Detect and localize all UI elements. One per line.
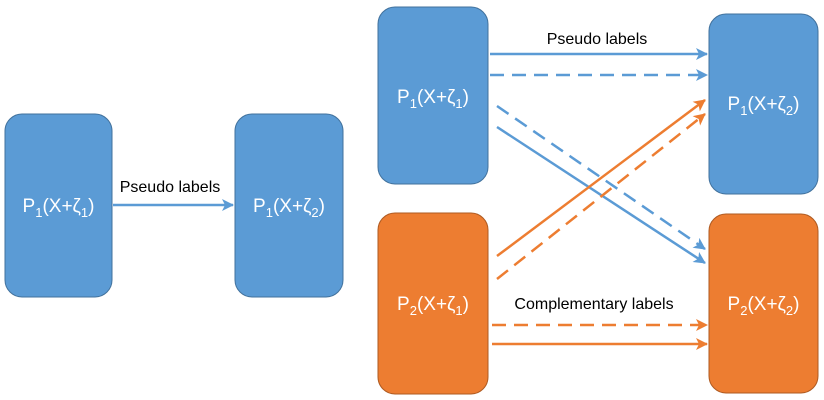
- right-top-right-box: [708, 13, 819, 195]
- left-target-box: [234, 113, 344, 298]
- left-pseudo-label: Pseudo labels: [120, 179, 221, 196]
- right-complementary-label: Complementary labels: [514, 296, 673, 313]
- blue-dashed-arrow-to-bottom-right: [496, 104, 706, 251]
- orange-solid-arrow-to-top-right: [496, 99, 706, 257]
- left-source-box-label: P1(X+ζ1): [23, 196, 95, 220]
- right-bottom-left-box: [377, 212, 489, 395]
- left-diagram: P1(X+ζ1) Pseudo labels P1(X+ζ2): [4, 113, 344, 298]
- orange-dashed-arrow-to-top-right: [496, 113, 706, 280]
- left-target-box-label: P1(X+ζ2): [253, 196, 325, 220]
- right-pseudo-label: Pseudo labels: [547, 31, 648, 48]
- right-bottom-right-box-label: P2(X+ζ2): [728, 294, 800, 318]
- right-diagram: P1(X+ζ1) P2(X+ζ1) P1(X+ζ2) P2(X+ζ2) Pseu…: [377, 6, 819, 395]
- left-source-box: [4, 113, 113, 298]
- right-top-right-box-label: P1(X+ζ2): [728, 94, 800, 118]
- right-bottom-left-box-label: P2(X+ζ1): [397, 294, 469, 318]
- right-bottom-right-box: [708, 213, 819, 394]
- right-top-left-box: [377, 6, 489, 185]
- right-top-left-box-label: P1(X+ζ1): [397, 87, 469, 111]
